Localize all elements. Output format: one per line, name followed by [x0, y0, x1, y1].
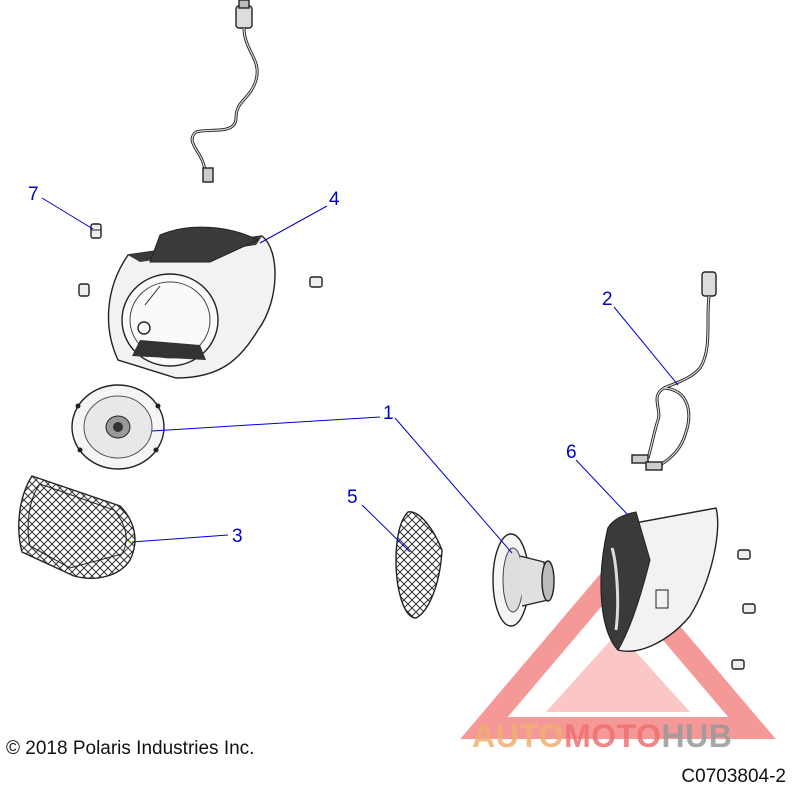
leader-1a [151, 416, 381, 432]
callout-3: 3 [232, 526, 243, 547]
screw-7 [90, 223, 102, 239]
leader-lines [41, 197, 679, 554]
wire-harness-upper [190, 0, 259, 183]
speaker-pod-housing-4 [107, 226, 276, 379]
watermark-hub: HUB [661, 718, 733, 754]
drawing-reference-code: C0703804-2 [681, 766, 786, 787]
leader-7 [41, 197, 94, 230]
leader-4 [259, 205, 328, 244]
screw-h6-mid [742, 603, 756, 614]
leader-6 [575, 459, 629, 516]
watermark-auto: AUTO [472, 718, 565, 754]
callout-6: 6 [566, 442, 577, 463]
screw-h6-top [737, 549, 751, 560]
callout-4: 4 [329, 189, 340, 210]
screw-right [309, 276, 323, 288]
speaker-grille-3 [18, 475, 136, 579]
callout-numbers: 1 2 3 4 5 6 7 [28, 184, 613, 547]
screw-h6-bottom [731, 659, 745, 670]
watermark-moto: MOTO [564, 718, 662, 754]
callout-5: 5 [347, 487, 358, 508]
leader-2 [613, 306, 679, 386]
wire-harness-right [631, 271, 717, 471]
speaker-pod-housing-6 [600, 507, 719, 652]
leader-3 [131, 534, 229, 543]
callout-7: 7 [28, 184, 39, 205]
callout-1: 1 [383, 403, 394, 424]
copyright-notice: © 2018 Polaris Industries Inc. [6, 738, 255, 759]
speaker-1-side [492, 533, 555, 627]
callout-2: 2 [602, 289, 613, 310]
leader-1b [394, 417, 513, 554]
speaker-1-face [71, 384, 165, 470]
leader-5 [361, 504, 411, 553]
watermark-triangle-logo [460, 552, 776, 739]
speaker-grille-5 [395, 511, 443, 619]
screw-left [78, 283, 90, 297]
watermark-logo-text: AUTOMOTOHUB [472, 718, 732, 755]
